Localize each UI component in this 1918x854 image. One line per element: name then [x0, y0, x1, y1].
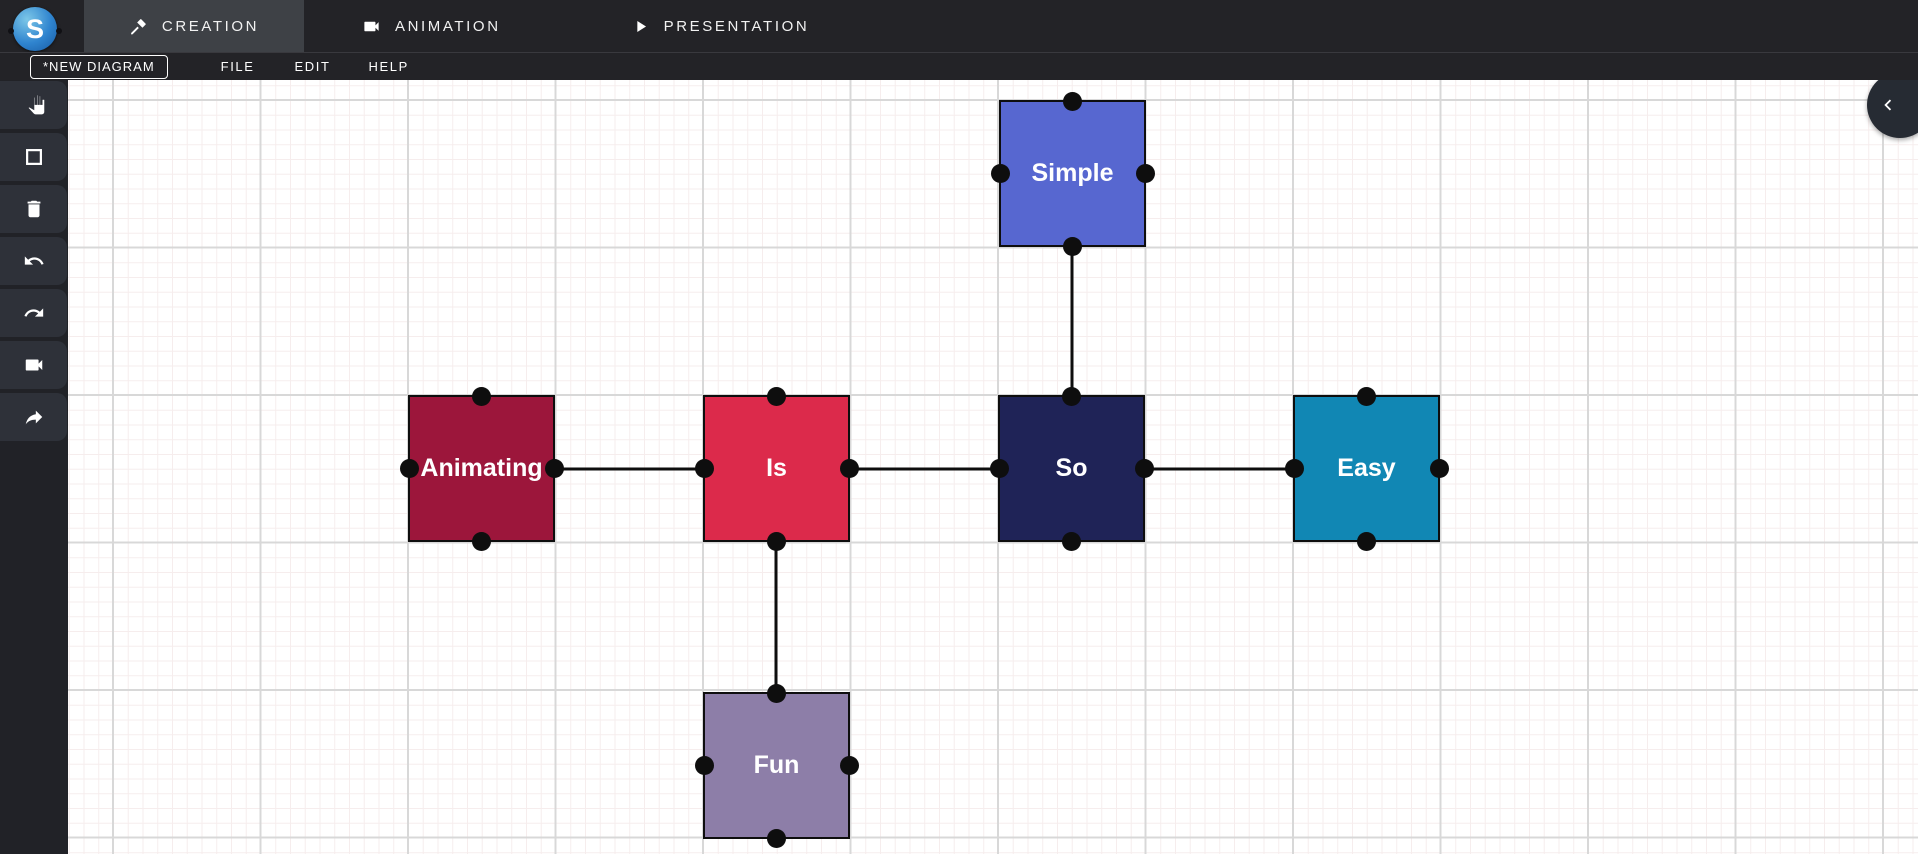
connection-handle-left[interactable] [990, 164, 1010, 183]
tab-label: CREATION [161, 17, 260, 35]
tab-presentation[interactable]: PRESENTATION [601, 0, 840, 52]
connection-handle-bottom[interactable] [1062, 531, 1081, 551]
connection-handle-right[interactable] [1134, 459, 1154, 478]
node-simple[interactable]: Simple [990, 91, 1155, 256]
node-label: So [1055, 454, 1088, 482]
connection-handle-left[interactable] [1284, 459, 1304, 478]
tool-record-button[interactable] [0, 341, 67, 389]
menu-bar: *NEW DIAGRAM FILE EDIT HELP [0, 52, 1918, 80]
play-icon [631, 17, 650, 36]
connection-handle-left[interactable] [694, 756, 714, 775]
connection-handle-bottom[interactable] [1357, 531, 1376, 551]
node-easy[interactable]: Easy [1284, 386, 1449, 551]
connection-handle-top[interactable] [767, 683, 786, 703]
connection-handle-left[interactable] [989, 459, 1009, 478]
node-is[interactable]: Is [694, 386, 859, 551]
tool-delete-button[interactable] [0, 185, 67, 233]
connection-handle-right[interactable] [839, 756, 859, 775]
node-label: Simple [1031, 159, 1114, 187]
logo-left-dot [8, 28, 14, 34]
connector-layer [555, 247, 1293, 692]
connection-handle-right[interactable] [839, 459, 859, 478]
connection-handle-top[interactable] [767, 386, 786, 406]
connection-handle-top[interactable] [472, 386, 491, 406]
connection-handle-right[interactable] [1429, 459, 1449, 478]
trash-icon [23, 198, 45, 220]
logo-right-dot [56, 28, 62, 34]
connection-handle-left[interactable] [694, 459, 714, 478]
connection-handle-bottom[interactable] [767, 531, 786, 551]
node-label: Animating [420, 454, 543, 482]
top-tab-bar: S CREATION ANIMATION PRESENTATION [0, 0, 1918, 52]
connection-handle-right[interactable] [544, 459, 564, 478]
tool-rectangle-button[interactable] [0, 133, 67, 181]
tool-undo-button[interactable] [0, 237, 67, 285]
tool-redo-button[interactable] [0, 289, 67, 337]
connection-handle-bottom[interactable] [1063, 236, 1082, 256]
node-animating[interactable]: Animating [399, 386, 564, 551]
connection-handle-top[interactable] [1357, 386, 1376, 406]
diagram-title-badge[interactable]: *NEW DIAGRAM [30, 54, 168, 79]
tab-label: PRESENTATION [663, 17, 810, 35]
logo-letter: S [25, 13, 44, 44]
node-label: Is [766, 454, 787, 482]
left-toolbar [0, 80, 68, 854]
hammer-icon [129, 17, 148, 36]
node-fun[interactable]: Fun [694, 683, 859, 848]
tool-share-button[interactable] [0, 393, 67, 441]
logo-circle: S [13, 7, 57, 51]
menu-item-edit[interactable]: EDIT [294, 59, 331, 74]
chevron-left-icon [1877, 94, 1899, 116]
video-camera-icon [23, 354, 45, 376]
node-label: Fun [753, 751, 800, 779]
node-label: Easy [1337, 454, 1396, 482]
connection-handle-top[interactable] [1063, 91, 1082, 111]
tab-animation[interactable]: ANIMATION [332, 0, 531, 52]
connection-handle-right[interactable] [1135, 164, 1155, 183]
menu-item-file[interactable]: FILE [220, 59, 255, 74]
square-icon [23, 146, 45, 168]
tab-label: ANIMATION [395, 17, 501, 35]
connection-handle-top[interactable] [1062, 386, 1081, 406]
hand-icon [23, 94, 45, 116]
tool-pan-button[interactable] [0, 81, 67, 129]
connection-handle-bottom[interactable] [767, 828, 786, 848]
panel-collapse-button[interactable] [1867, 72, 1918, 138]
tab-creation[interactable]: CREATION [84, 0, 304, 52]
connection-handle-left[interactable] [399, 459, 419, 478]
node-so[interactable]: So [989, 386, 1154, 551]
video-camera-icon [362, 17, 381, 36]
redo-icon [23, 302, 45, 324]
app-logo[interactable]: S [8, 7, 62, 51]
connection-handle-bottom[interactable] [472, 531, 491, 551]
tab-bar-tabs: CREATION ANIMATION PRESENTATION [84, 0, 839, 52]
menu-item-help[interactable]: HELP [368, 59, 409, 74]
share-icon [23, 406, 45, 428]
undo-icon [23, 250, 45, 272]
